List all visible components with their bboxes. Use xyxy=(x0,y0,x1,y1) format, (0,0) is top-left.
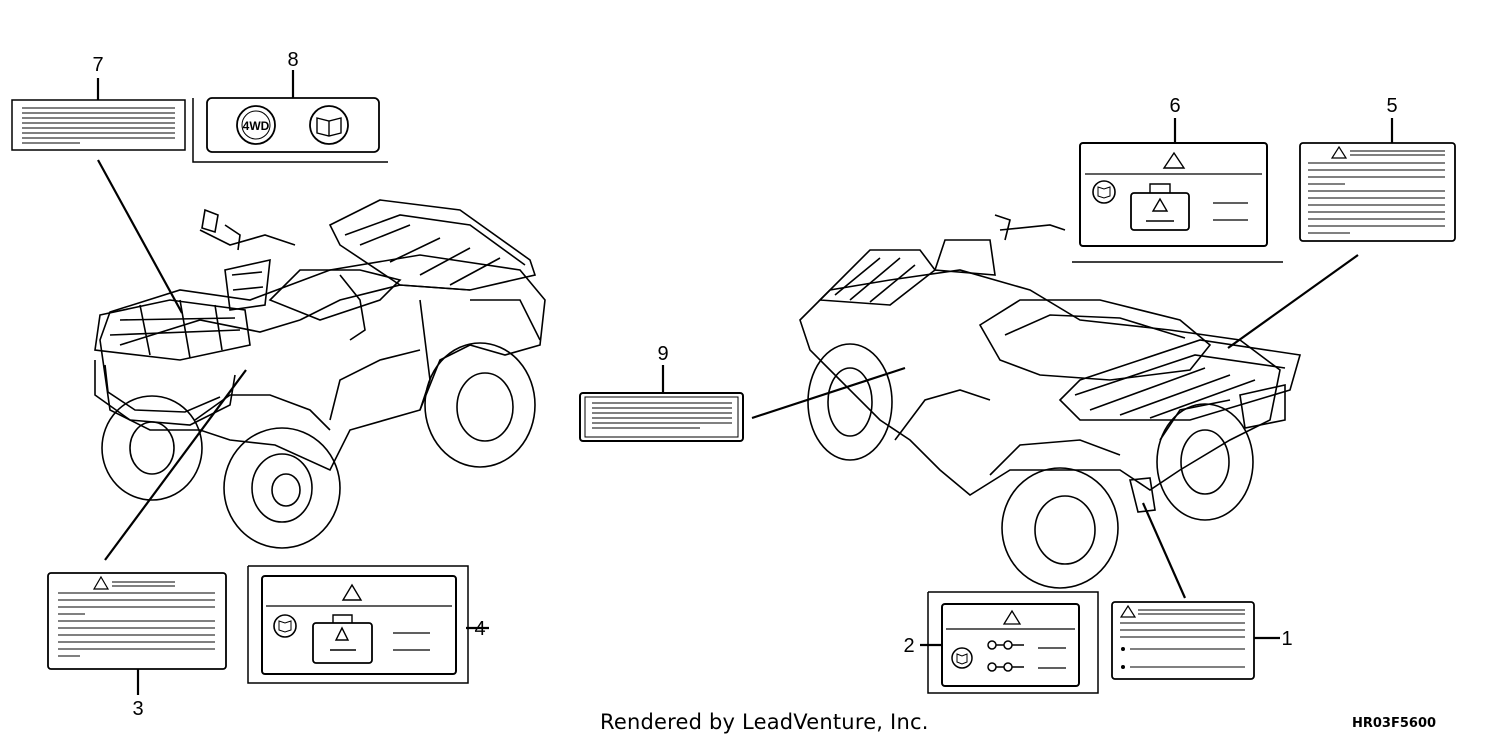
label-9-card xyxy=(579,392,744,442)
manual-book-icon xyxy=(1092,180,1116,204)
label-1-card xyxy=(1111,601,1255,680)
warning-triangle-icon xyxy=(1119,604,1137,618)
warning-triangle-icon xyxy=(1002,609,1022,625)
callout-2: 2 xyxy=(903,635,914,657)
four-wd-badge-text: 4WD xyxy=(243,119,270,133)
warning-triangle-icon xyxy=(1162,151,1186,169)
label-2-card xyxy=(927,591,1099,694)
label-4-card xyxy=(247,565,469,684)
diagram-code: HR03F5600 xyxy=(1352,716,1437,731)
label-6-card xyxy=(1072,142,1283,263)
label-3-card xyxy=(47,572,227,670)
label-7-card xyxy=(11,99,186,151)
four-wd-icon xyxy=(236,105,276,145)
callout-1: 1 xyxy=(1281,628,1292,650)
leader-lines xyxy=(96,70,1394,695)
warning-triangle-icon xyxy=(1330,145,1348,159)
callout-9: 9 xyxy=(657,343,668,365)
callout-5: 5 xyxy=(1386,95,1397,117)
callout-4: 4 xyxy=(474,618,485,640)
atv-rear-illustration xyxy=(799,214,1302,589)
warning-triangle-icon xyxy=(341,583,363,601)
towing-pictogram-icon xyxy=(987,640,1024,672)
warning-triangle-icon xyxy=(92,575,110,590)
callout-8: 8 xyxy=(287,49,298,71)
atv-front-illustration xyxy=(94,199,546,549)
callout-3: 3 xyxy=(132,698,143,720)
load-pictogram-icon xyxy=(312,622,373,664)
manual-book-icon xyxy=(273,614,297,638)
callout-7: 7 xyxy=(92,54,103,76)
label-5-card xyxy=(1299,142,1456,242)
callout-6: 6 xyxy=(1169,95,1180,117)
manual-book-icon xyxy=(951,647,973,669)
render-credit: Rendered by LeadVenture, Inc. xyxy=(600,710,929,734)
label-8-card: 4WD xyxy=(192,97,388,163)
